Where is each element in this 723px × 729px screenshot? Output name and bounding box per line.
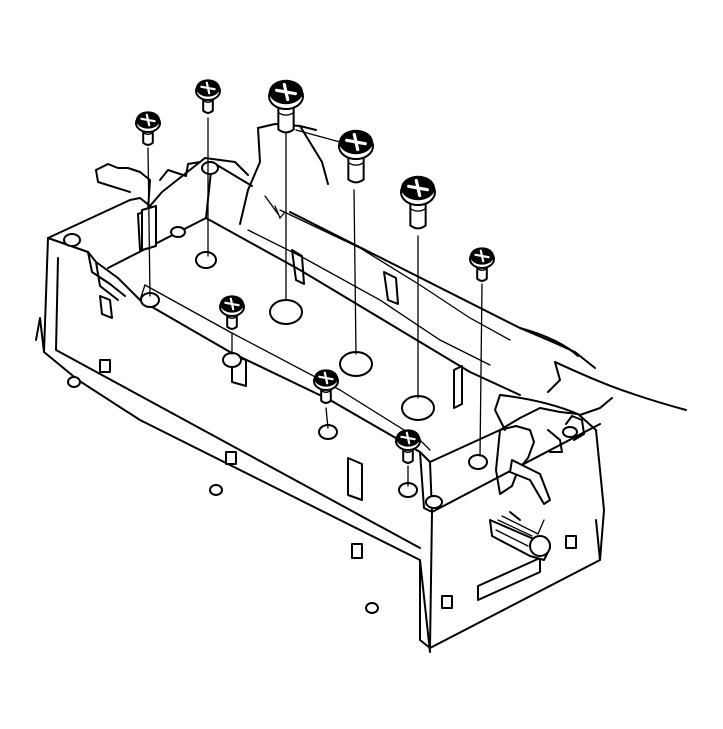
large-screw-3 (400, 175, 436, 230)
small-screw-6 (395, 429, 421, 464)
housing-tabs (95, 161, 585, 505)
connector-cable (489, 511, 551, 561)
leader-lines (147, 117, 483, 487)
small-screw-4 (219, 295, 245, 330)
small-screw-3 (469, 247, 495, 282)
large-screw-2 (338, 129, 374, 184)
small-screw-5 (313, 369, 339, 404)
housing-feet (67, 359, 577, 614)
housing-body (35, 157, 605, 653)
hand-illustration (239, 123, 687, 431)
screw-bosses (63, 161, 578, 509)
small-screw-1 (135, 111, 161, 146)
large-screw-1 (268, 79, 304, 134)
small-screw-2 (195, 79, 221, 114)
